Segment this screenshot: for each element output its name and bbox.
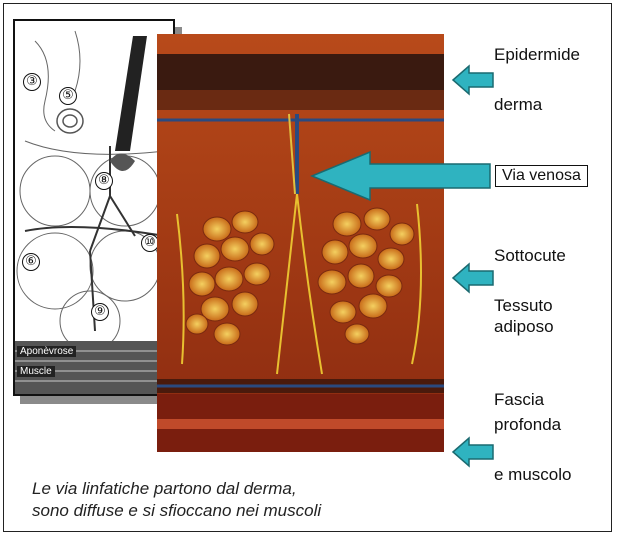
marker-9: ⑨	[91, 303, 109, 321]
label-derma: derma	[494, 95, 542, 115]
figure-caption: Le via linfatiche partono dal derma, son…	[32, 478, 321, 522]
inset-drawing: ③ ⑤ ⑧ ⑩ ⑥ ⑨ Aponèvrose Muscle	[13, 19, 175, 396]
label-profonda: profonda	[494, 415, 561, 435]
skin-cross-section	[157, 34, 444, 452]
caption-line-1: Le via linfatiche partono dal derma,	[32, 478, 321, 500]
label-epidermide: Epidermide	[494, 45, 580, 65]
marker-3: ③	[23, 73, 41, 91]
marker-8: ⑧	[95, 172, 113, 190]
marker-5: ⑤	[59, 87, 77, 105]
label-adiposo: adiposo	[494, 317, 554, 337]
caption-line-2: sono diffuse e si sfioccano nei muscoli	[32, 500, 321, 522]
marker-6: ⑥	[22, 253, 40, 271]
aponevrose-label: Aponèvrose	[17, 346, 76, 357]
skin-illustration	[157, 34, 444, 452]
label-muscolo: e muscolo	[494, 465, 571, 485]
label-sottocute: Sottocute	[494, 246, 566, 266]
arrow-via-venosa-icon	[310, 150, 492, 202]
arrow-fascia-icon	[451, 436, 495, 468]
arrow-sottocute-icon	[451, 262, 495, 294]
arrow-epidermide-icon	[451, 64, 495, 96]
label-via-venosa: Via venosa	[495, 165, 588, 187]
label-tessuto: Tessuto	[494, 296, 553, 316]
label-fascia: Fascia	[494, 390, 544, 410]
muscle-label: Muscle	[17, 366, 55, 377]
